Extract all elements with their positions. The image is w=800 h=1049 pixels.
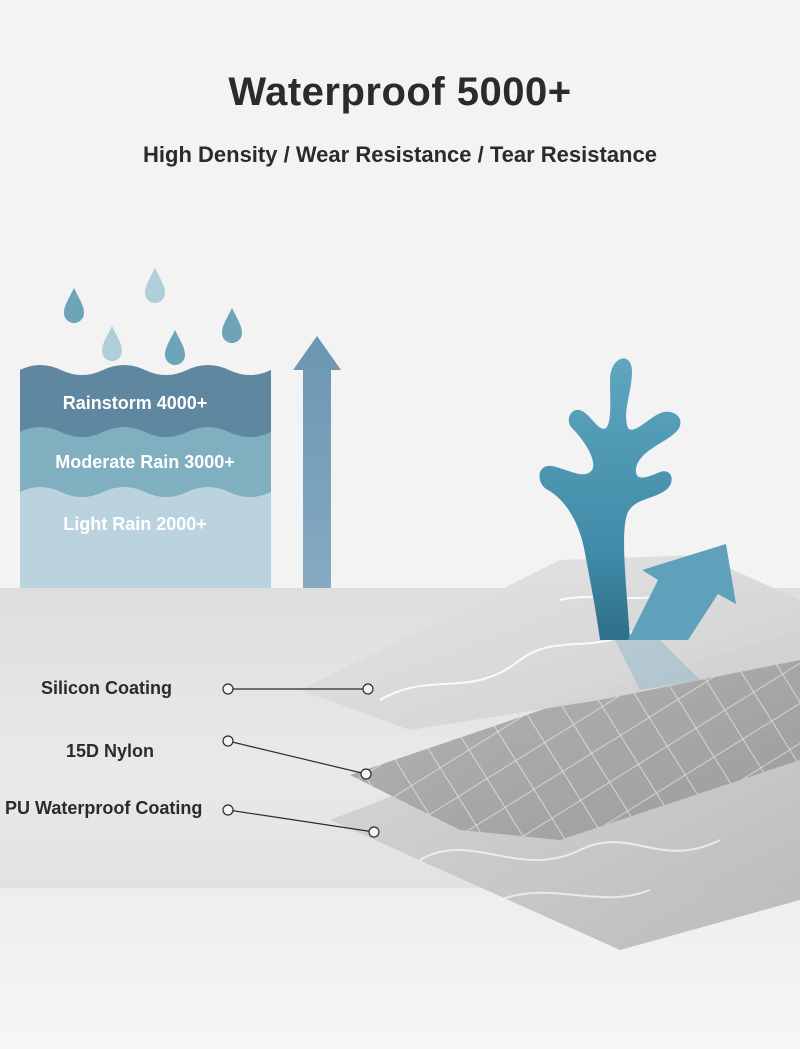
rain-level-storm-label: Rainstorm 4000+: [62, 393, 208, 413]
rain-level-storm-shape: [20, 365, 271, 437]
raindrop-icon: [64, 288, 84, 323]
layer-label-silicon: Silicon Coating: [41, 678, 173, 698]
rain-level-moderate-shape: [20, 423, 271, 497]
up-arrow-icon: [293, 336, 341, 588]
callout-dot: [222, 735, 234, 747]
raindrop-icon: [165, 330, 185, 365]
page-title: Waterproof 5000+: [228, 70, 572, 114]
layer-label-nylon: 15D Nylon: [66, 741, 155, 761]
callout-dot: [222, 683, 234, 695]
callout-lines: [222, 683, 380, 838]
layer-label-pu-coating: PU Waterproof Coating: [5, 798, 203, 818]
callout-dot: [362, 683, 374, 695]
rain-level-stack: [20, 365, 271, 588]
rain-level-light-shape: [20, 483, 271, 588]
rain-level-light-label: Light Rain 2000+: [63, 514, 207, 534]
callout-dot: [222, 804, 234, 816]
water-reflection: [615, 640, 700, 690]
fabric-layers: [300, 555, 800, 950]
water-splash-icon: [539, 358, 681, 640]
raindrop-icon: [102, 326, 122, 361]
deflect-arrow-icon: [628, 544, 736, 640]
page-subtitle: High Density / Wear Resistance / Tear Re…: [143, 142, 657, 167]
raindrops: [64, 268, 242, 365]
raindrop-icon: [222, 308, 242, 343]
callout-dot: [360, 768, 372, 780]
rain-level-moderate-label: Moderate Rain 3000+: [55, 452, 235, 472]
callout-dot: [368, 826, 380, 838]
raindrop-icon: [145, 268, 165, 303]
fabric-bottom-marble: [419, 839, 721, 901]
